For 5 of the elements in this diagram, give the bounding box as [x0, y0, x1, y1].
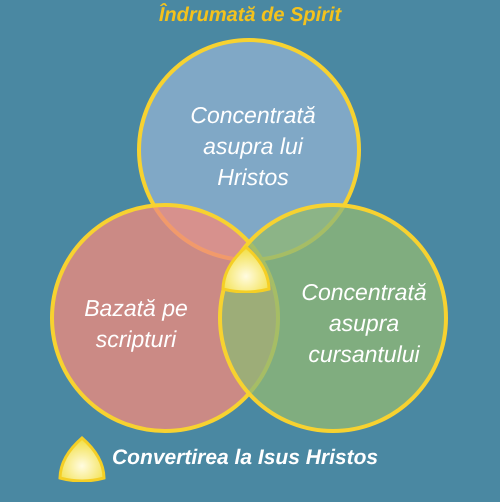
circle-label: Concentrată asupra lui Hristos [189, 101, 317, 192]
legend-label: Convertirea la Isus Hristos [112, 446, 378, 470]
circle-label: Concentrată asupra cursantului [300, 278, 428, 369]
circle-label: Bazată pe scripturi [83, 294, 189, 354]
title: Îndrumată de Spirit [158, 4, 343, 27]
